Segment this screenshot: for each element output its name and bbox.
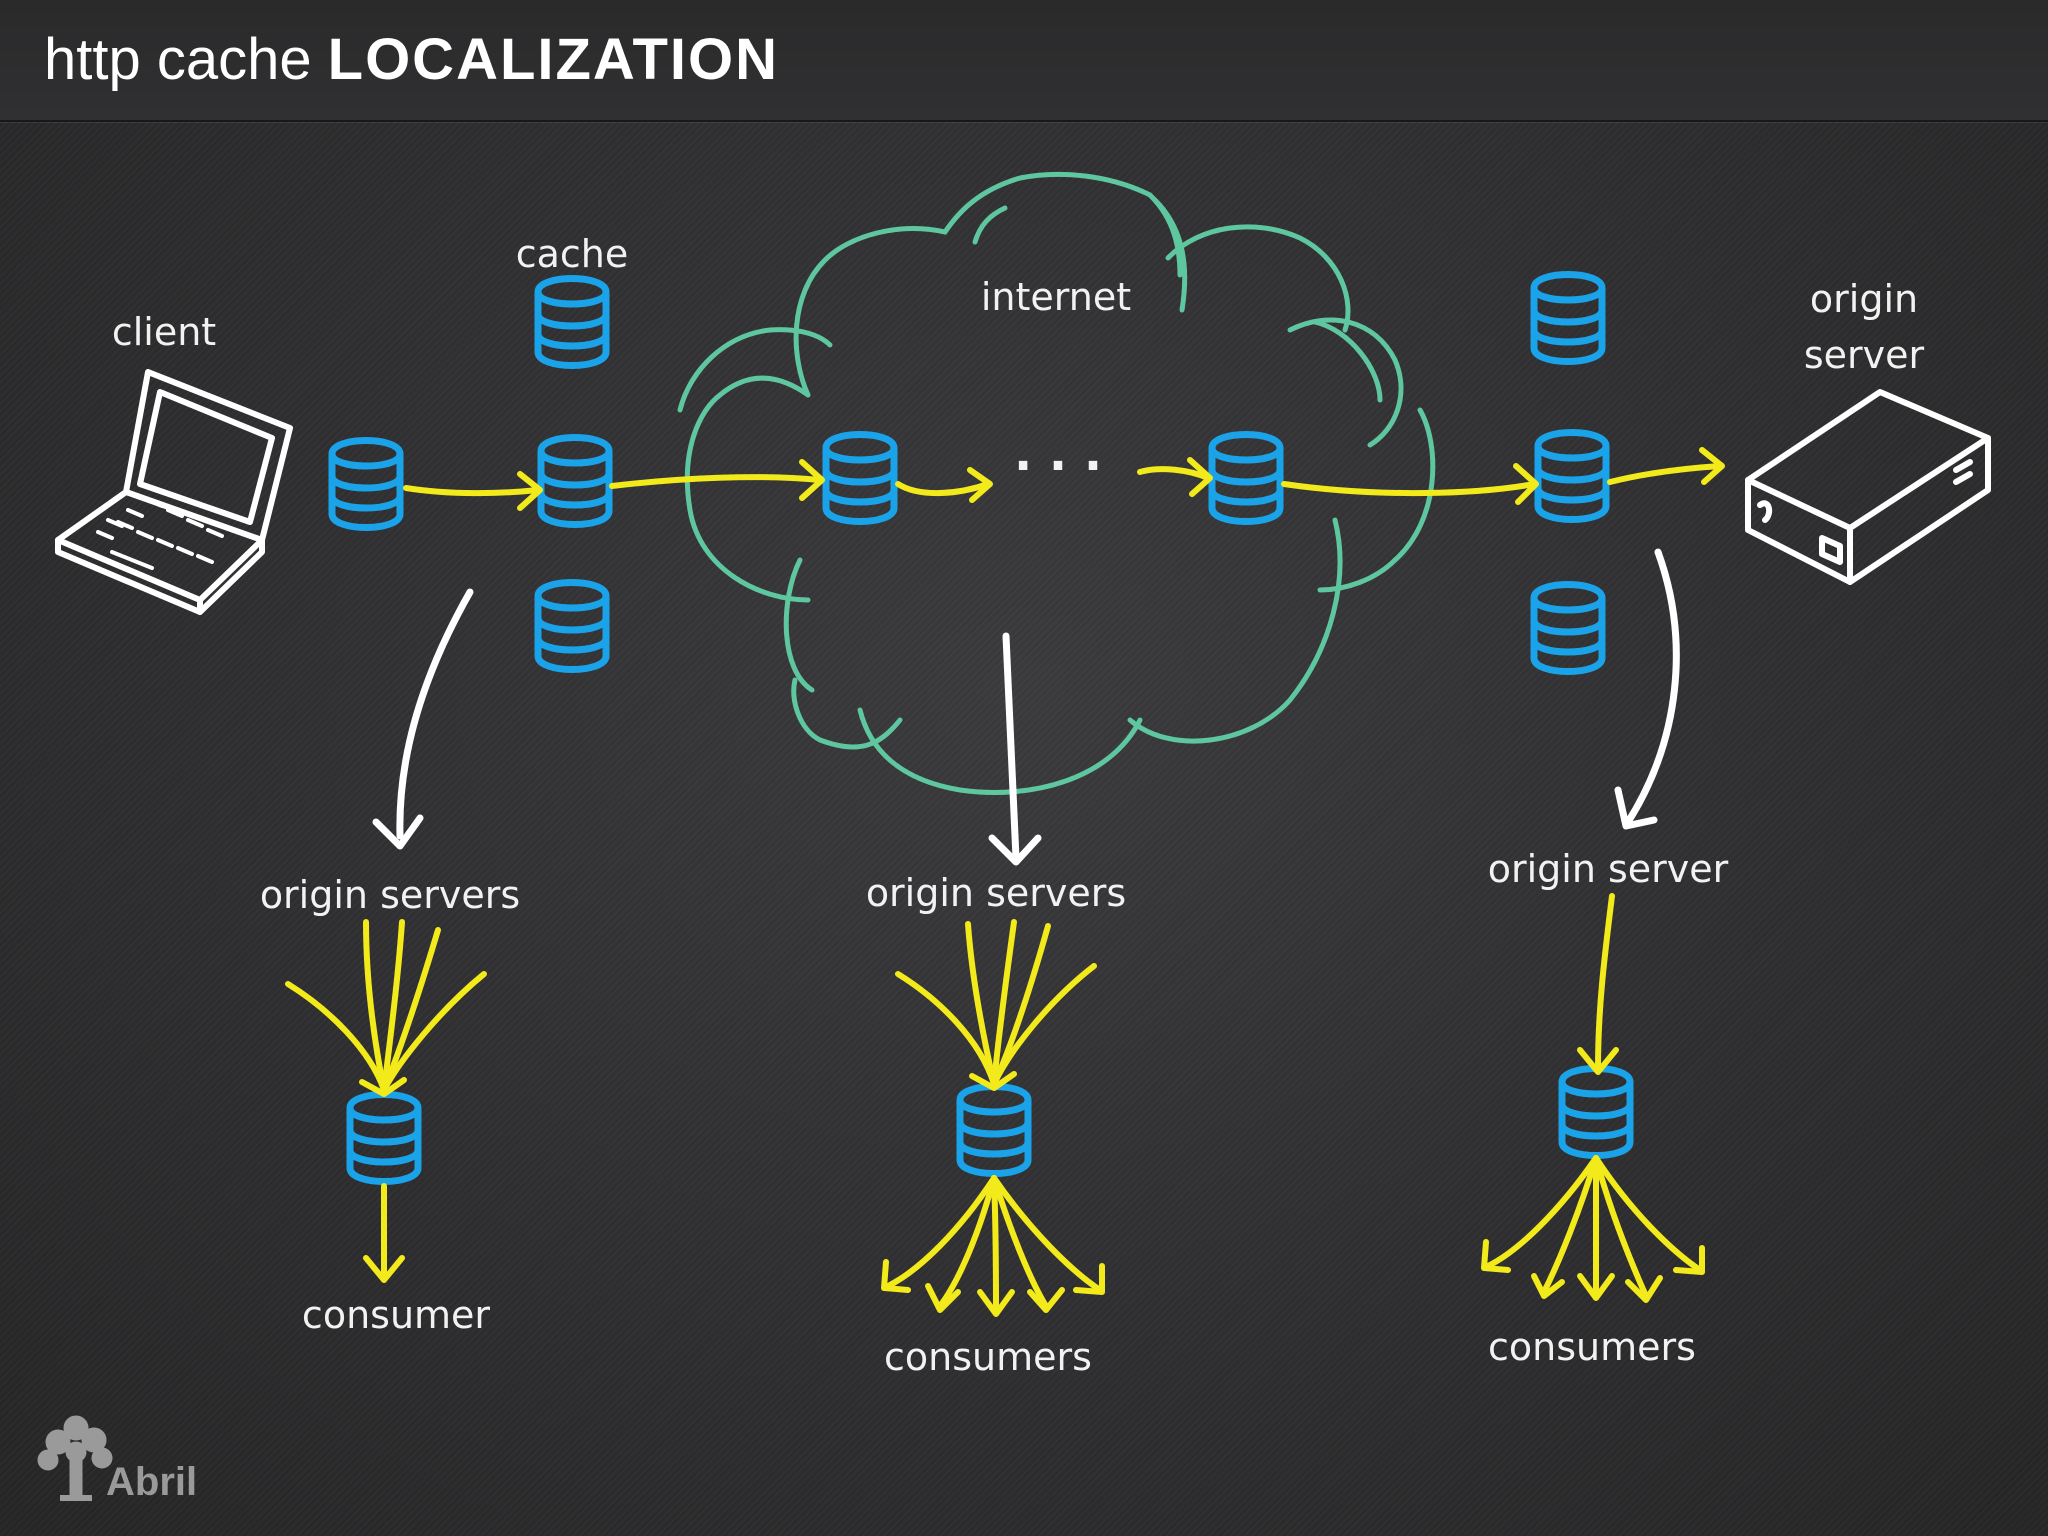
cache-database-icon (1534, 275, 1602, 362)
down-arrows (372, 548, 1680, 866)
abril-tree-logo-icon (37, 1415, 113, 1501)
label-client: client (112, 310, 216, 354)
cache-database-icon (1562, 1069, 1630, 1156)
label-consumers-right: consumers (1488, 1325, 1696, 1369)
cache-database-icon (350, 1095, 418, 1182)
cache-database-icon (960, 1087, 1028, 1174)
title-light: http cache (44, 27, 312, 92)
label-consumers-center: consumers (884, 1335, 1092, 1379)
diverging-arrows-center (881, 1175, 1105, 1317)
label-origin-server-top-line2: server (1804, 333, 1925, 377)
label-origin-servers-left: origin servers (260, 873, 520, 917)
title-bold: LOCALIZATION (327, 27, 780, 92)
cache-database-icon (826, 435, 894, 522)
laptop-icon (55, 369, 293, 615)
cache-database-icon (1534, 585, 1602, 672)
origin-server-icon (1745, 389, 1991, 585)
cache-database-icon (538, 279, 606, 366)
cache-database-icon (1538, 433, 1606, 520)
abril-logo-text: Abril (106, 1460, 198, 1504)
cache-database-icon (332, 441, 400, 528)
converging-arrows-left (285, 919, 487, 1283)
label-origin-server-right: origin server (1488, 847, 1729, 891)
cache-database-icon (538, 583, 606, 670)
cache-database-icon (541, 438, 609, 525)
label-origin-servers-center: origin servers (866, 871, 1126, 915)
cache-database-icon (1212, 435, 1280, 522)
label-internet: internet (981, 275, 1131, 319)
arrows-right (1481, 893, 1705, 1303)
internet-cloud-icon (677, 171, 1436, 795)
label-cache: cache (516, 232, 629, 276)
converging-arrows-center (895, 919, 1097, 1091)
ellipsis: · · · (1014, 438, 1102, 494)
label-origin-server-top-line1: origin (1810, 277, 1918, 321)
flow-arrows-main (403, 447, 1725, 511)
label-consumer-left: consumer (302, 1293, 491, 1337)
